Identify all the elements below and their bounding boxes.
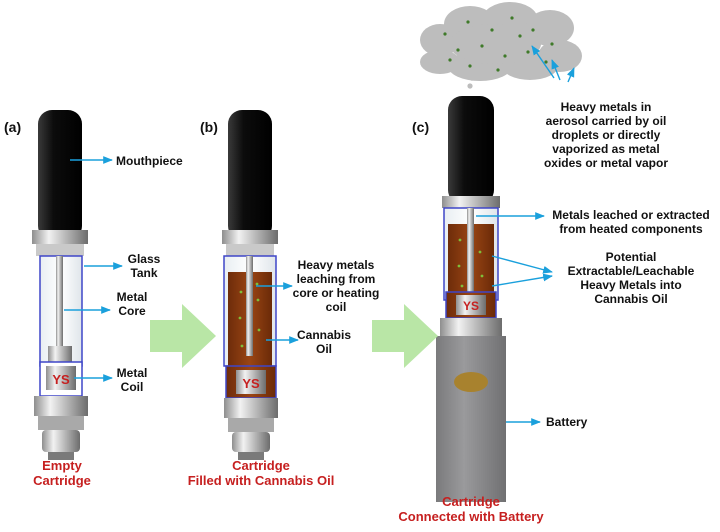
mouthpiece-a xyxy=(38,110,82,240)
mouthpiece-c xyxy=(448,96,494,204)
callout-aerosol-3 xyxy=(566,67,575,83)
callout-extractable-1 xyxy=(491,255,553,274)
metal-core-a xyxy=(56,256,63,356)
metal-core-c xyxy=(467,208,474,292)
label-battery: Battery xyxy=(546,415,588,429)
coil-mark-b: YS xyxy=(242,376,260,391)
flow-arrow-2 xyxy=(372,304,438,368)
callout-aerosol-1 xyxy=(531,45,555,79)
battery-body xyxy=(436,336,506,502)
cartridge-b: YS xyxy=(222,110,278,460)
panel-label-b: (b) xyxy=(200,119,218,135)
mouthpiece-b xyxy=(228,110,272,240)
panel-label-c: (c) xyxy=(412,119,430,135)
panel-label-a: (a) xyxy=(4,119,22,135)
coil-mark-c: YS xyxy=(463,299,479,313)
metal-core-b xyxy=(246,256,253,356)
cartridge-c: YS xyxy=(436,96,506,502)
battery-badge xyxy=(454,372,488,392)
cartridge-a: YS xyxy=(32,110,88,460)
callout-extractable-2 xyxy=(491,273,553,287)
coil-mark-a: YS xyxy=(52,372,70,387)
label-mouthpiece: Mouthpiece xyxy=(116,154,183,168)
flow-arrow-1 xyxy=(150,304,216,368)
callout-aerosol-2 xyxy=(551,59,561,81)
aerosol-cloud xyxy=(420,2,582,89)
